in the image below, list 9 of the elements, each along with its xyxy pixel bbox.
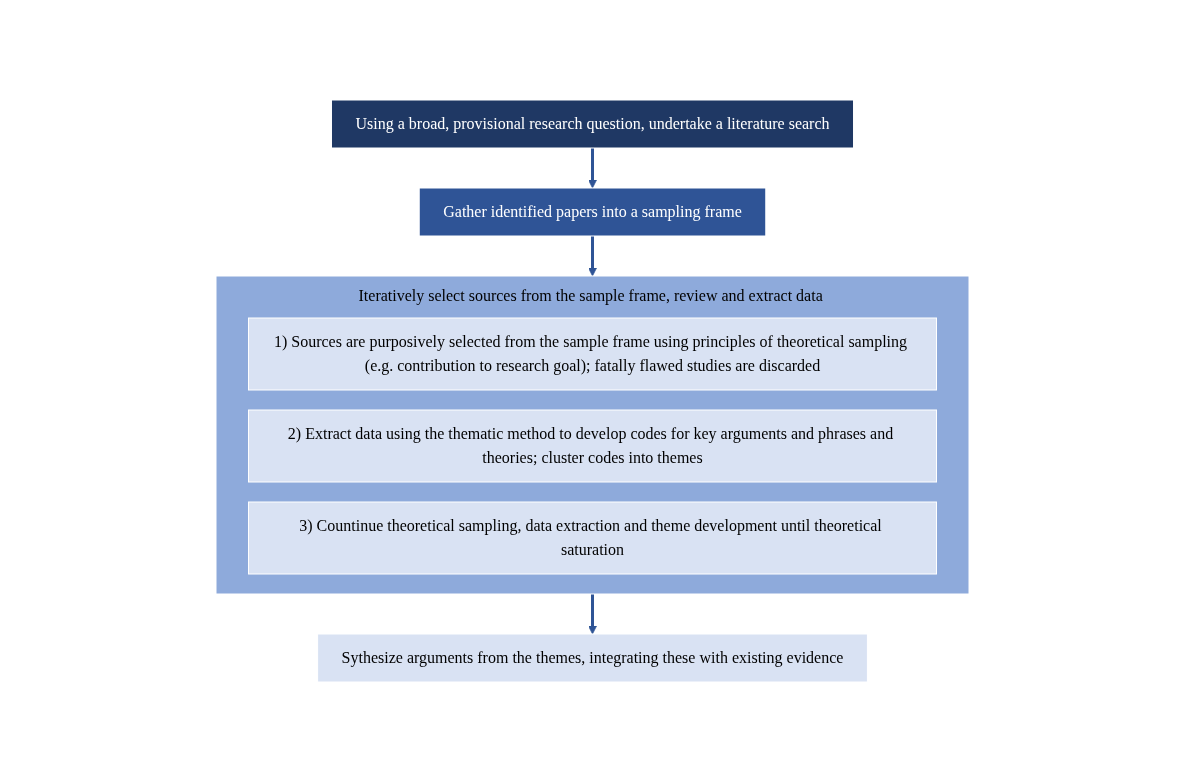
arrow — [587, 148, 597, 189]
node-box: Sythesize arguments from the themes, integrating these with existing evidence — [316, 633, 868, 683]
arrow — [587, 594, 597, 635]
node-box: Gather identified papers into a sampling frame — [418, 187, 766, 237]
node-box: 1) Sources are purposively selected from the sample frame using principles of theoretical sampling (e.g. contribution to research goal); fatally flawed studies are discarded — [247, 317, 937, 391]
node-box: 2) Extract data using the thematic method to develop codes for key arguments and phrases and theories; cluster codes into themes — [247, 409, 937, 483]
arrow — [587, 236, 597, 277]
node-box: Using a broad, provisional research question, undertake a literature search — [330, 99, 854, 149]
node-box: 3) Countinue theoretical sampling, data extraction and theme development until theoretical saturation — [247, 501, 937, 575]
